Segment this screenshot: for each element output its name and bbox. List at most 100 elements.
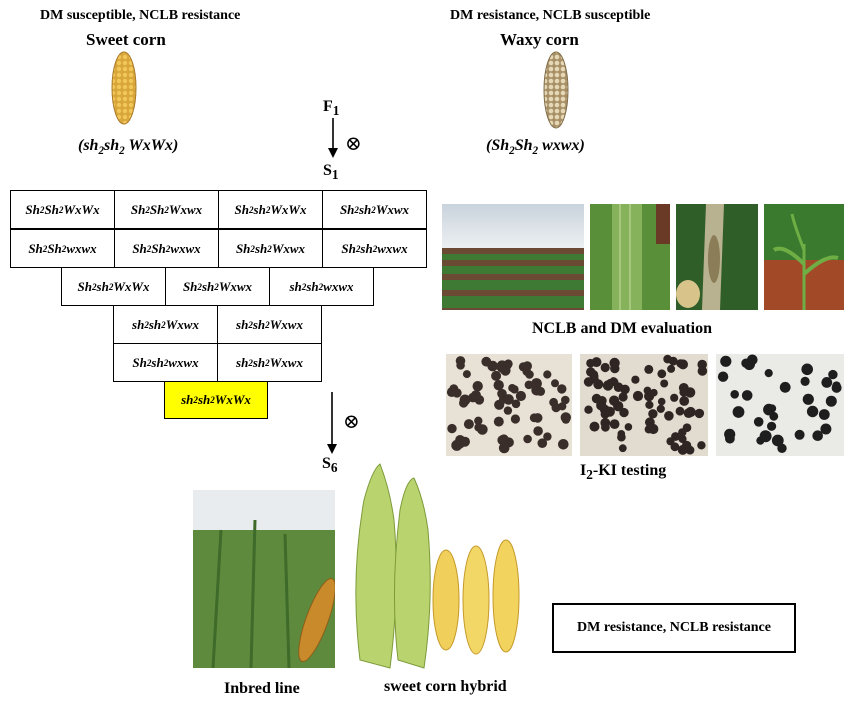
- pollen-grain: [679, 396, 690, 406]
- seedling-photo: [764, 204, 844, 310]
- pollen-grain: [671, 432, 680, 441]
- sweet-corn-hybrid-photo: [355, 463, 520, 669]
- pollen-grain: [763, 403, 775, 416]
- pollen-grain: [452, 388, 462, 398]
- pollen-grain: [643, 386, 652, 395]
- pollen-grain: [678, 359, 688, 370]
- pollen-grain: [533, 426, 543, 436]
- pollen-grain: [508, 384, 517, 392]
- f1-label: F1: [323, 98, 340, 119]
- sweet-corn-cob-image: [111, 51, 137, 125]
- pollen-grain: [543, 370, 552, 379]
- pollen-grain: [494, 399, 505, 410]
- f1-to-s1-arrow: [328, 118, 338, 158]
- field-trial-photo: [442, 204, 584, 310]
- pollen-grain: [660, 379, 669, 388]
- pollen-grain: [537, 438, 548, 448]
- pollen-grain: [657, 369, 667, 379]
- inbred-line-photo: [193, 490, 335, 668]
- pollen-grain: [821, 377, 833, 388]
- pollen-grain: [794, 429, 805, 440]
- pollen-grain: [648, 409, 658, 419]
- left-parent-name: Sweet corn: [86, 30, 166, 49]
- pollen-grain: [531, 384, 543, 396]
- pollen-grain: [543, 432, 552, 441]
- pollen-grain: [618, 444, 627, 453]
- pollen-grain: [600, 362, 610, 373]
- pollen-grain: [498, 442, 510, 454]
- pollen-grain: [583, 377, 594, 387]
- pollen-grain: [677, 444, 688, 455]
- pollen-grain: [624, 423, 633, 431]
- pollen-grain: [825, 395, 837, 407]
- pollen-grain: [609, 357, 620, 369]
- pollen-grain: [717, 371, 729, 382]
- pollen-grain: [657, 397, 666, 406]
- pollen-grain: [771, 434, 784, 447]
- pollen-grain: [682, 423, 692, 432]
- pollen-grain: [747, 354, 758, 366]
- pollen-grain: [645, 400, 654, 409]
- pollen-grain: [561, 415, 571, 424]
- pollen-grain: [497, 435, 508, 446]
- pollen-grain: [557, 384, 567, 394]
- pollen-grain: [800, 376, 810, 386]
- left-parent-genotype: (sh2sh2 WxWx): [78, 137, 179, 158]
- pollen-grain: [586, 358, 595, 368]
- pollen-grain: [668, 356, 678, 366]
- pollen-grain: [496, 360, 508, 372]
- pollen-grain: [617, 430, 626, 438]
- pollen-grain: [524, 380, 534, 390]
- pollen-grain: [631, 375, 640, 384]
- pollen-grain: [491, 370, 502, 381]
- pollen-grain: [650, 388, 658, 397]
- s6-label: S6: [322, 455, 338, 476]
- pollen-grain: [667, 364, 676, 373]
- pollen-grain: [460, 436, 470, 447]
- right-parent-genotype: (Sh2Sh2 wxwx): [486, 137, 585, 158]
- pollen-grain: [741, 390, 753, 401]
- pollen-grain: [764, 369, 773, 378]
- pollen-grain: [584, 405, 593, 414]
- self-pollination-symbol: ⊗: [345, 133, 362, 155]
- pollen-grain: [606, 378, 615, 387]
- pollen-grain: [696, 409, 705, 417]
- pollen-grain: [730, 390, 739, 399]
- right-parent-name: Waxy corn: [500, 30, 579, 49]
- pollen-grain: [818, 409, 830, 420]
- pollen-grain: [656, 404, 665, 413]
- pollen-grain: [597, 396, 607, 406]
- pollen-grain: [828, 369, 838, 380]
- pollen-grain: [510, 414, 520, 424]
- right-parent-trait: DM resistance, NCLB susceptible: [450, 8, 651, 23]
- pollen-grain: [632, 390, 644, 402]
- pollen-grain: [447, 423, 457, 434]
- pollen-grain: [779, 381, 791, 393]
- pollen-grain: [831, 382, 842, 393]
- pollen-grain: [753, 417, 764, 427]
- pollen-grain: [472, 381, 483, 392]
- left-parent-trait: DM susceptible, NCLB resistance: [40, 8, 241, 23]
- pollen-grain: [477, 424, 488, 435]
- iodine-testing-caption: I2-KI testing: [580, 462, 667, 483]
- iodine-test-photo-3: [716, 354, 844, 456]
- pollen-grain: [678, 434, 687, 444]
- pollen-grain: [697, 366, 708, 376]
- pollen-grain: [511, 399, 521, 409]
- pollen-grain: [525, 370, 534, 379]
- field-evaluation-caption: NCLB and DM evaluation: [532, 320, 713, 337]
- s1-to-s6-arrow: [327, 392, 337, 454]
- pollen-grain: [756, 436, 765, 445]
- sweet-corn-hybrid-caption: sweet corn hybrid: [384, 678, 507, 695]
